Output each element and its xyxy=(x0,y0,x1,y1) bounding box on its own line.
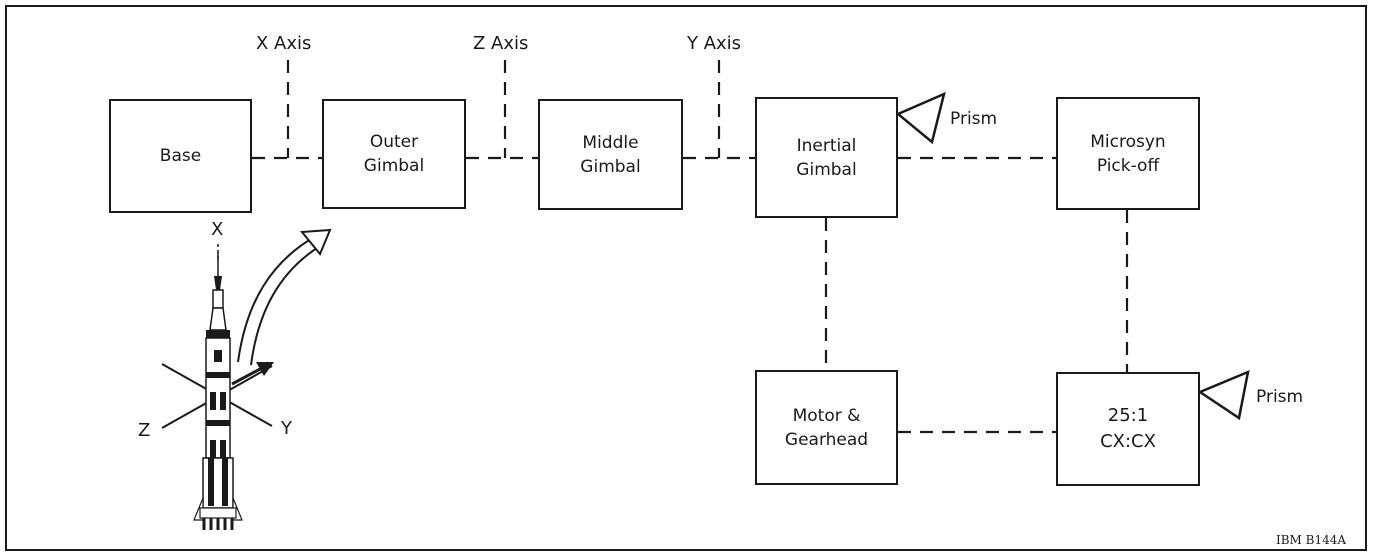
outer-gimbal-block-label: Outer Gimbal xyxy=(363,132,425,176)
diagram-frame xyxy=(5,5,1367,551)
vehicle-z-label: Z xyxy=(138,420,151,441)
prism-bottom-label: Prism xyxy=(1256,387,1304,407)
outer-gimbal-block: Outer Gimbal xyxy=(322,99,466,209)
vehicle-x-label: X xyxy=(211,219,224,240)
cx-cx-block: 25:1 CX:CX xyxy=(1056,372,1200,486)
base-block-label: Base xyxy=(159,146,202,166)
x-axis-label: X Axis xyxy=(256,33,312,54)
middle-gimbal-block-label: Middle Gimbal xyxy=(580,132,641,177)
vehicle-pitch-arrow-head-icon xyxy=(256,362,274,376)
y-axis-label: Y Axis xyxy=(687,33,742,54)
rotation-arrow-icon xyxy=(237,228,332,366)
reference-code: IBM B144A xyxy=(1276,533,1347,547)
microsyn-pickoff-block-label: Microsyn Pick-off xyxy=(1090,131,1166,176)
vehicle-pitch-arrow-line xyxy=(231,366,263,386)
cx-cx-block-label: 25:1 CX:CX xyxy=(1100,405,1156,452)
motor-gearhead-block-label: Motor & Gearhead xyxy=(784,405,869,450)
rocket-icon xyxy=(193,252,243,530)
middle-gimbal-block: Middle Gimbal xyxy=(538,99,683,210)
prism-bottom-icon xyxy=(1197,369,1250,421)
base-block: Base xyxy=(109,99,252,213)
microsyn-pickoff-block: Microsyn Pick-off xyxy=(1056,97,1200,210)
z-axis-label: Z Axis xyxy=(473,33,529,54)
prism-top-label: Prism xyxy=(950,109,998,129)
vehicle-y-label: Y xyxy=(281,418,292,439)
motor-gearhead-block: Motor & Gearhead xyxy=(755,370,898,485)
prism-top-icon xyxy=(895,91,946,145)
inertial-gimbal-block: Inertial Gimbal xyxy=(755,97,898,218)
inertial-gimbal-block-label: Inertial Gimbal xyxy=(796,135,857,180)
